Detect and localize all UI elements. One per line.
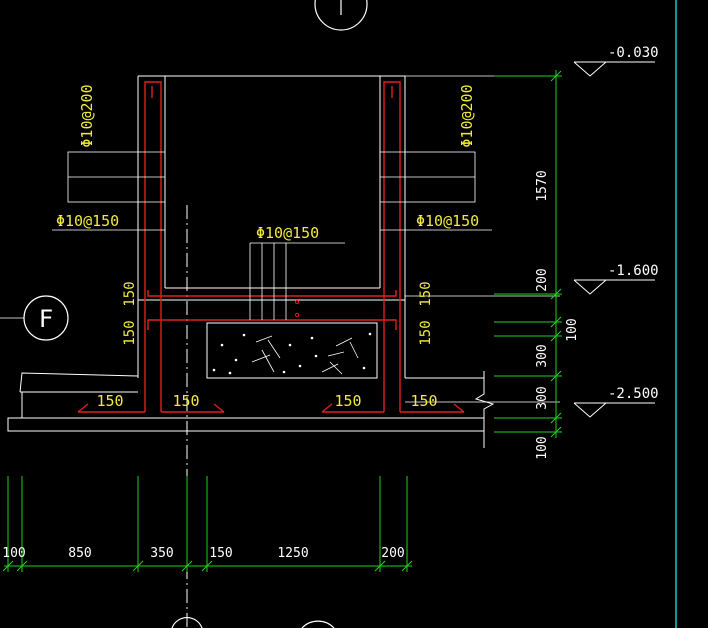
bottom-dim-1250: 1250: [277, 546, 308, 561]
elevation-top: -0.030: [608, 45, 659, 61]
rebar-label-right-mid: Φ10@150: [416, 212, 479, 230]
rebar-label-left-top: Φ10@200: [78, 84, 96, 147]
right-dimension-labels: 1570 200 100 300 300 100: [535, 170, 580, 459]
axis-bubble-top: [314, 0, 368, 31]
bottom-dimension-chain: [2, 476, 413, 572]
bottom-dim-100: 100: [2, 546, 25, 561]
elevation-bottom: -2.500: [608, 386, 659, 402]
leader-lines: [0, 75, 560, 403]
rebar-label-right-top: Φ10@200: [458, 84, 476, 147]
right-dim-1570: 1570: [535, 170, 550, 201]
bottom-dim-200: 200: [381, 546, 404, 561]
vertical-dims-yellow: 150 150 150 150: [122, 281, 434, 345]
base-dim-3: 150: [334, 392, 361, 410]
right-dimension-chain: [494, 70, 562, 438]
axis-bubble-bottom-left: [171, 616, 203, 628]
concrete-plinth: [206, 322, 378, 379]
elevation-mid: -1.600: [608, 263, 659, 279]
right-dim-300b: 300: [535, 386, 550, 409]
bottom-dimension-labels: 100 850 350 150 1250 200: [2, 546, 404, 561]
rebar-dots: [294, 299, 300, 318]
rebar-label-center: Φ10@150: [256, 224, 319, 242]
elevation-markers: [573, 61, 655, 418]
right-dim-300a: 300: [535, 344, 550, 367]
rebar-layout: [77, 81, 465, 413]
grid-axis-label: F: [39, 305, 53, 333]
vdim-left-upper: 150: [122, 281, 138, 306]
rebar-annotations: Φ10@200 Φ10@200 Φ10@150 Φ10@150 Φ10@150: [56, 84, 479, 242]
bottom-dim-150: 150: [209, 546, 232, 561]
base-dim-4: 150: [410, 392, 437, 410]
vdim-right-upper: 150: [418, 281, 434, 306]
axis-bubble-bottom-right: [301, 620, 335, 628]
base-dims-yellow: 150 150 150 150: [96, 392, 437, 410]
base-dim-1: 150: [96, 392, 123, 410]
base-dim-2: 150: [172, 392, 199, 410]
rebar-label-left-mid: Φ10@150: [56, 212, 119, 230]
vdim-left-lower: 150: [122, 320, 138, 345]
bottom-dim-350: 350: [150, 546, 173, 561]
vdim-right-lower: 150: [418, 320, 434, 345]
plinth-hatch: [212, 332, 372, 375]
right-dim-100b: 100: [535, 436, 550, 459]
right-dim-200: 200: [535, 268, 550, 291]
concrete-outline: [7, 75, 495, 448]
right-dim-100a: 100: [565, 318, 580, 341]
grid-axis-bubble: [23, 295, 69, 341]
bottom-dim-850: 850: [68, 546, 91, 561]
